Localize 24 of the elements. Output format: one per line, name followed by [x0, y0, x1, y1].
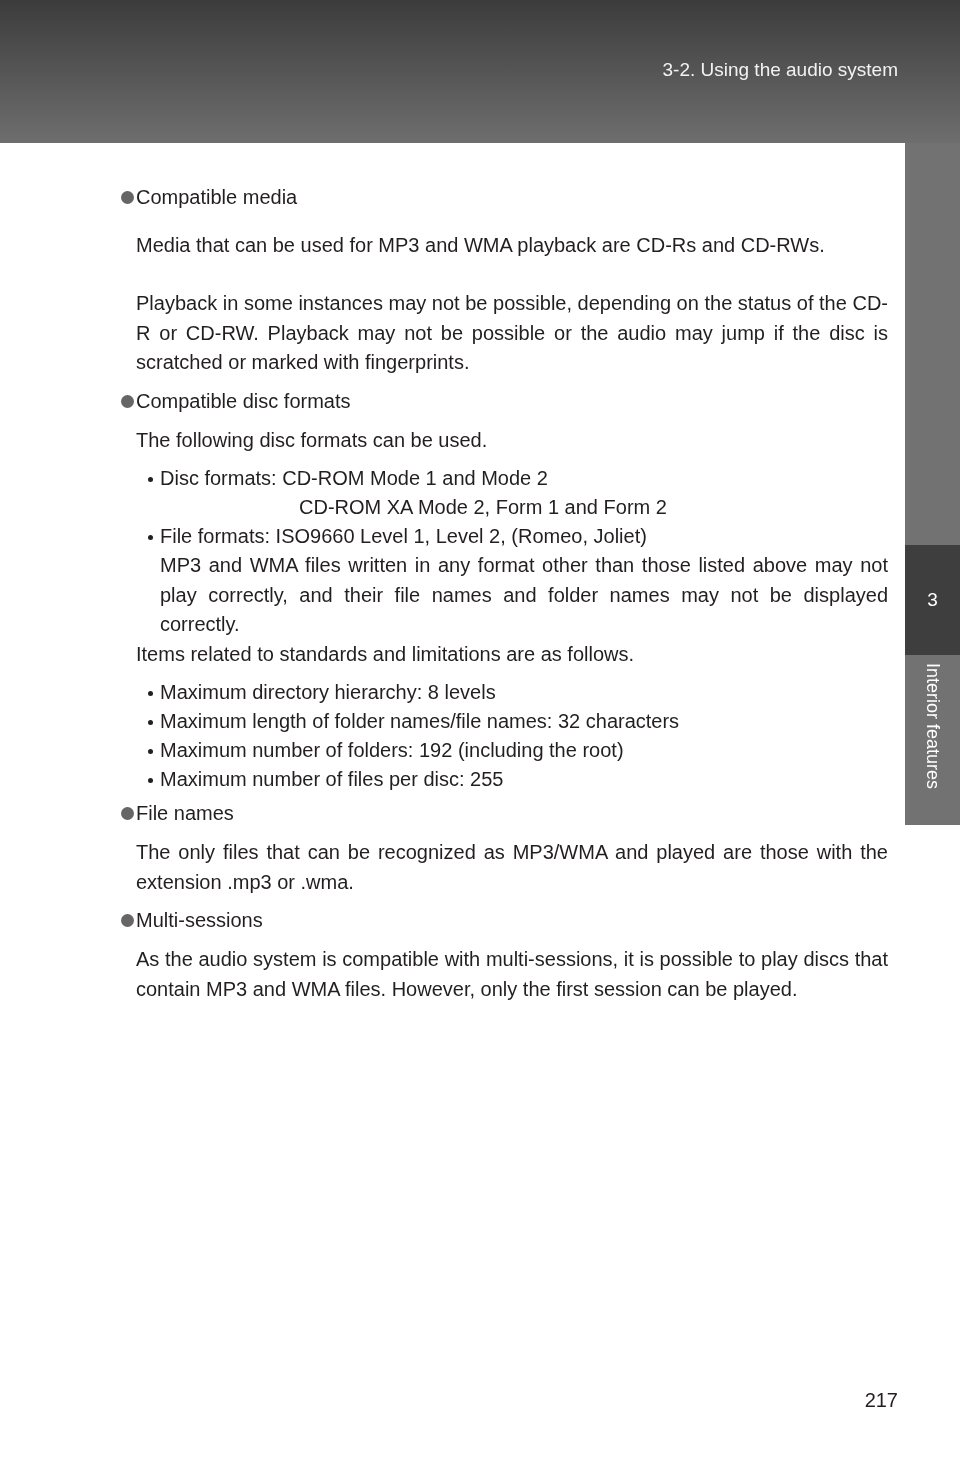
list-item: Disc formats: CD-ROM Mode 1 and Mode 2	[160, 466, 549, 491]
section-heading: 3-2. Using the audio system	[662, 59, 898, 81]
chapter-title: Interior features	[922, 663, 943, 790]
chapter-number: 3	[927, 589, 938, 611]
topic-heading: Compatible disc formats	[136, 389, 352, 414]
list-item: Maximum number of files per disc: 255	[160, 767, 505, 792]
body-paragraph: CD-ROM XA Mode 2, Form 1 and Form 2	[299, 495, 668, 520]
body-paragraph: Playback in some instances may not be possible, depending on the status of the CD-R or CD-RW. Playback may not be possible or the audio may jump if the disc is scratched or marked with fingerprints.	[136, 291, 888, 375]
list-item: Maximum number of folders: 192 (including the root)	[160, 738, 625, 763]
header-band	[0, 0, 960, 143]
topic-heading: File names	[136, 801, 235, 826]
body-paragraph: Items related to standards and limitations are as follows.	[136, 642, 636, 667]
topic-heading: Multi-sessions	[136, 908, 264, 933]
body-paragraph: MP3 and WMA files written in any format other than those listed above may not play correctly, and their file names and folder names may not be displayed correctly.	[160, 553, 888, 637]
body-paragraph: As the audio system is compatible with multi-sessions, it is possible to play discs that contain MP3 and WMA files. However, only the first session can be played.	[136, 947, 888, 1002]
topic-heading: Compatible media	[136, 185, 299, 210]
body-paragraph: The following disc formats can be used.	[136, 428, 489, 453]
side-tab	[905, 143, 960, 825]
list-item: File formats: ISO9660 Level 1, Level 2, (Romeo, Joliet)	[160, 524, 648, 549]
body-paragraph: The only files that can be recognized as MP3/WMA and played are those with the extension .mp3 or .wma.	[136, 840, 888, 895]
page-number: 217	[863, 1388, 898, 1413]
body-paragraph: Media that can be used for MP3 and WMA playback are CD-Rs and CD-RWs.	[136, 233, 826, 258]
list-item: Maximum directory hierarchy: 8 levels	[160, 680, 497, 705]
list-item: Maximum length of folder names/file names: 32 characters	[160, 709, 681, 734]
